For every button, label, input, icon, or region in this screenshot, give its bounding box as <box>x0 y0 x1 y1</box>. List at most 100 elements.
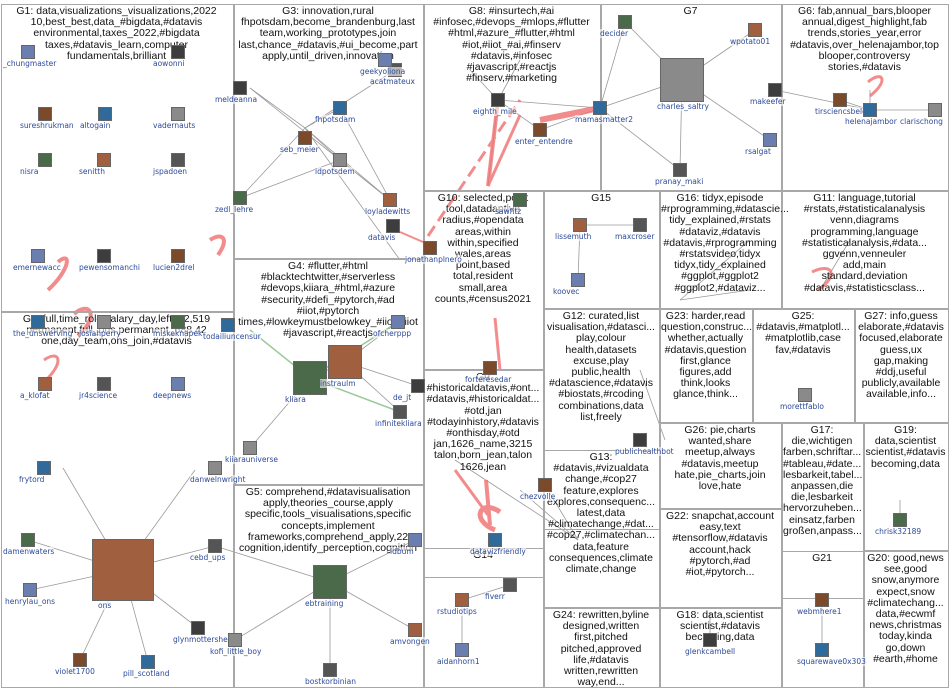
vertex-node[interactable] <box>233 191 247 205</box>
vertex-node[interactable] <box>703 633 717 647</box>
vertex-node[interactable] <box>483 361 497 375</box>
vertex-label: datavis <box>368 233 395 242</box>
vertex-node[interactable] <box>833 93 847 107</box>
vertex-node[interactable] <box>815 643 829 657</box>
vertex-node[interactable] <box>38 377 52 391</box>
vertex-node[interactable] <box>333 153 347 167</box>
vertex-node[interactable] <box>21 533 35 547</box>
vertex-node[interactable] <box>92 539 154 601</box>
vertex-node[interactable] <box>928 103 942 117</box>
vertex-node[interactable] <box>378 53 392 67</box>
vertex-node[interactable] <box>98 107 112 121</box>
vertex-node[interactable] <box>171 45 185 59</box>
vertex-node[interactable] <box>313 565 347 599</box>
vertex-node[interactable] <box>293 361 327 395</box>
vertex-node[interactable] <box>383 193 397 207</box>
vertex-label: deepnews <box>153 391 191 400</box>
vertex-label: aidanhorn1 <box>437 657 480 666</box>
vertex-label: mamasmatter2 <box>575 115 633 124</box>
vertex-node[interactable] <box>673 163 687 177</box>
vertex-node[interactable] <box>763 133 777 147</box>
vertex-node[interactable] <box>31 249 45 263</box>
vertex-node[interactable] <box>97 377 111 391</box>
group-label: G3: innovation,rural fhpotsdam,become_br… <box>235 6 421 62</box>
vertex-node[interactable] <box>455 593 469 607</box>
vertex-node[interactable] <box>423 241 437 255</box>
vertex-label: pranay_maki <box>655 177 703 186</box>
vertex-node[interactable] <box>455 643 469 657</box>
vertex-node[interactable] <box>633 218 647 232</box>
group-label: G15 <box>545 193 657 204</box>
vertex-label: altogain <box>80 121 110 130</box>
vertex-label: wpotato01 <box>730 37 770 46</box>
vertex-node[interactable] <box>171 315 185 329</box>
vertex-node[interactable] <box>323 663 337 677</box>
vertex-node[interactable] <box>228 633 242 647</box>
vertex-node[interactable] <box>798 388 812 402</box>
vertex-node[interactable] <box>748 23 762 37</box>
vertex-node[interactable] <box>73 653 87 667</box>
vertex-node[interactable] <box>38 153 52 167</box>
vertex-node[interactable] <box>893 513 907 527</box>
vertex-node[interactable] <box>298 131 312 145</box>
vertex-label: damenwaters <box>3 547 54 556</box>
vertex-node[interactable] <box>171 107 185 121</box>
vertex-node[interactable] <box>97 249 111 263</box>
vertex-node[interactable] <box>97 315 111 329</box>
vertex-node[interactable] <box>618 15 632 29</box>
vertex-label: koovec <box>553 287 579 296</box>
vertex-node[interactable] <box>23 583 37 597</box>
vertex-node[interactable] <box>21 45 35 59</box>
vertex-node[interactable] <box>491 93 505 107</box>
vertex-node[interactable] <box>171 249 185 263</box>
vertex-label: ofcherppp <box>373 329 411 338</box>
vertex-label: glenkcambell <box>685 647 735 656</box>
vertex-node[interactable] <box>141 655 155 669</box>
vertex-label: enter_entendre <box>515 137 573 146</box>
group-label: G27: info,guess elaborate,#datavis focus… <box>856 311 946 401</box>
vertex-node[interactable] <box>573 218 587 232</box>
vertex-node[interactable] <box>513 193 527 207</box>
vertex-node[interactable] <box>393 405 407 419</box>
vertex-node[interactable] <box>208 539 222 553</box>
vertex-node[interactable] <box>408 533 422 547</box>
group-box-g6: G6: fab,annual_bars,blooper annual,diges… <box>782 4 949 191</box>
group-box-g16: G16: tidyx,episode #rprogramming,#datasc… <box>660 191 782 309</box>
vertex-node[interactable] <box>768 83 782 97</box>
vertex-node[interactable] <box>593 101 607 115</box>
vertex-node[interactable] <box>221 318 235 332</box>
vertex-node[interactable] <box>97 153 111 167</box>
group-box-g22: G22: snapchat,account easy,text #tensorf… <box>660 509 782 608</box>
vertex-node[interactable] <box>538 478 552 492</box>
vertex-label: the_unswerving <box>13 329 72 338</box>
vertex-label: squarewave0x303 <box>797 657 866 666</box>
vertex-node[interactable] <box>633 433 647 447</box>
vertex-node[interactable] <box>863 103 877 117</box>
vertex-label: makeefer <box>750 97 786 106</box>
vertex-node[interactable] <box>37 461 51 475</box>
vertex-node[interactable] <box>328 345 362 379</box>
vertex-node[interactable] <box>333 101 347 115</box>
vertex-node[interactable] <box>571 273 585 287</box>
vertex-node[interactable] <box>31 315 45 329</box>
vertex-node[interactable] <box>171 153 185 167</box>
vertex-node[interactable] <box>391 315 405 329</box>
vertex-node[interactable] <box>171 377 185 391</box>
vertex-node[interactable] <box>411 379 425 393</box>
vertex-node[interactable] <box>408 623 422 637</box>
vertex-label: de_jt <box>393 393 411 402</box>
vertex-label: aowonni <box>153 59 185 68</box>
vertex-node[interactable] <box>660 58 704 102</box>
vertex-node[interactable] <box>208 461 222 475</box>
vertex-node[interactable] <box>191 621 205 635</box>
group-label: G24: rewritten,byline designed,written f… <box>545 610 657 688</box>
vertex-node[interactable] <box>533 123 547 137</box>
vertex-node[interactable] <box>243 441 257 455</box>
vertex-node[interactable] <box>503 578 517 592</box>
vertex-node[interactable] <box>815 593 829 607</box>
vertex-node[interactable] <box>488 533 502 547</box>
vertex-node[interactable] <box>38 107 52 121</box>
vertex-label: nisra <box>20 167 38 176</box>
vertex-node[interactable] <box>386 219 400 233</box>
vertex-node[interactable] <box>233 81 247 95</box>
